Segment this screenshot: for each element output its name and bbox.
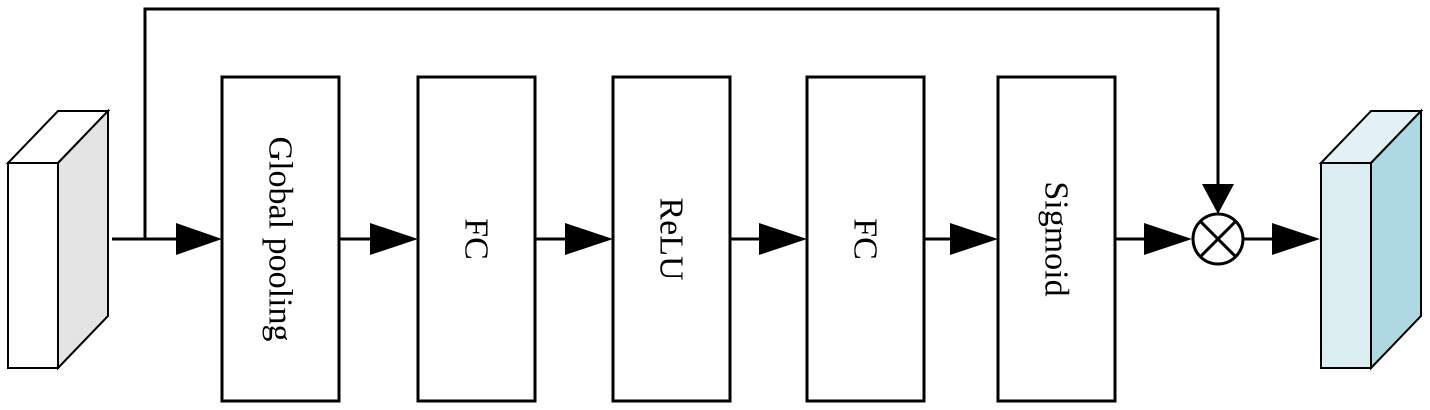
arrow-sigmoid-to-multiply-head [1144, 223, 1192, 255]
arrow-fc1-to-relu-head [565, 223, 613, 255]
arrow-relu-to-fc2-head [759, 223, 807, 255]
circle-times-icon [1191, 212, 1245, 266]
input-feature-map-front [7, 162, 59, 369]
input-feature-map [5, 108, 111, 371]
block-sigmoid [996, 75, 1117, 403]
block-relu [611, 75, 732, 403]
output-feature-map [1318, 108, 1424, 371]
block-global-pooling-label: Global pooling [262, 137, 299, 342]
arrow-pooling-to-fc1-head [370, 223, 418, 255]
block-fc-1 [416, 75, 537, 403]
block-relu-label: ReLU [653, 197, 690, 280]
skip-connection-arrowhead [1202, 184, 1234, 214]
block-fc-2 [805, 75, 926, 403]
block-fc-1-label: FC [458, 218, 495, 260]
block-sigmoid-label: Sigmoid [1038, 181, 1075, 296]
skip-connection-line [143, 7, 1220, 239]
arrow-multiply-to-output-head [1272, 223, 1320, 255]
block-fc-2-label: FC [847, 218, 884, 260]
arrow-input-to-pooling-head [176, 223, 222, 255]
arrow-fc2-to-sigmoid-head [950, 223, 998, 255]
output-feature-map-front [1320, 162, 1372, 369]
